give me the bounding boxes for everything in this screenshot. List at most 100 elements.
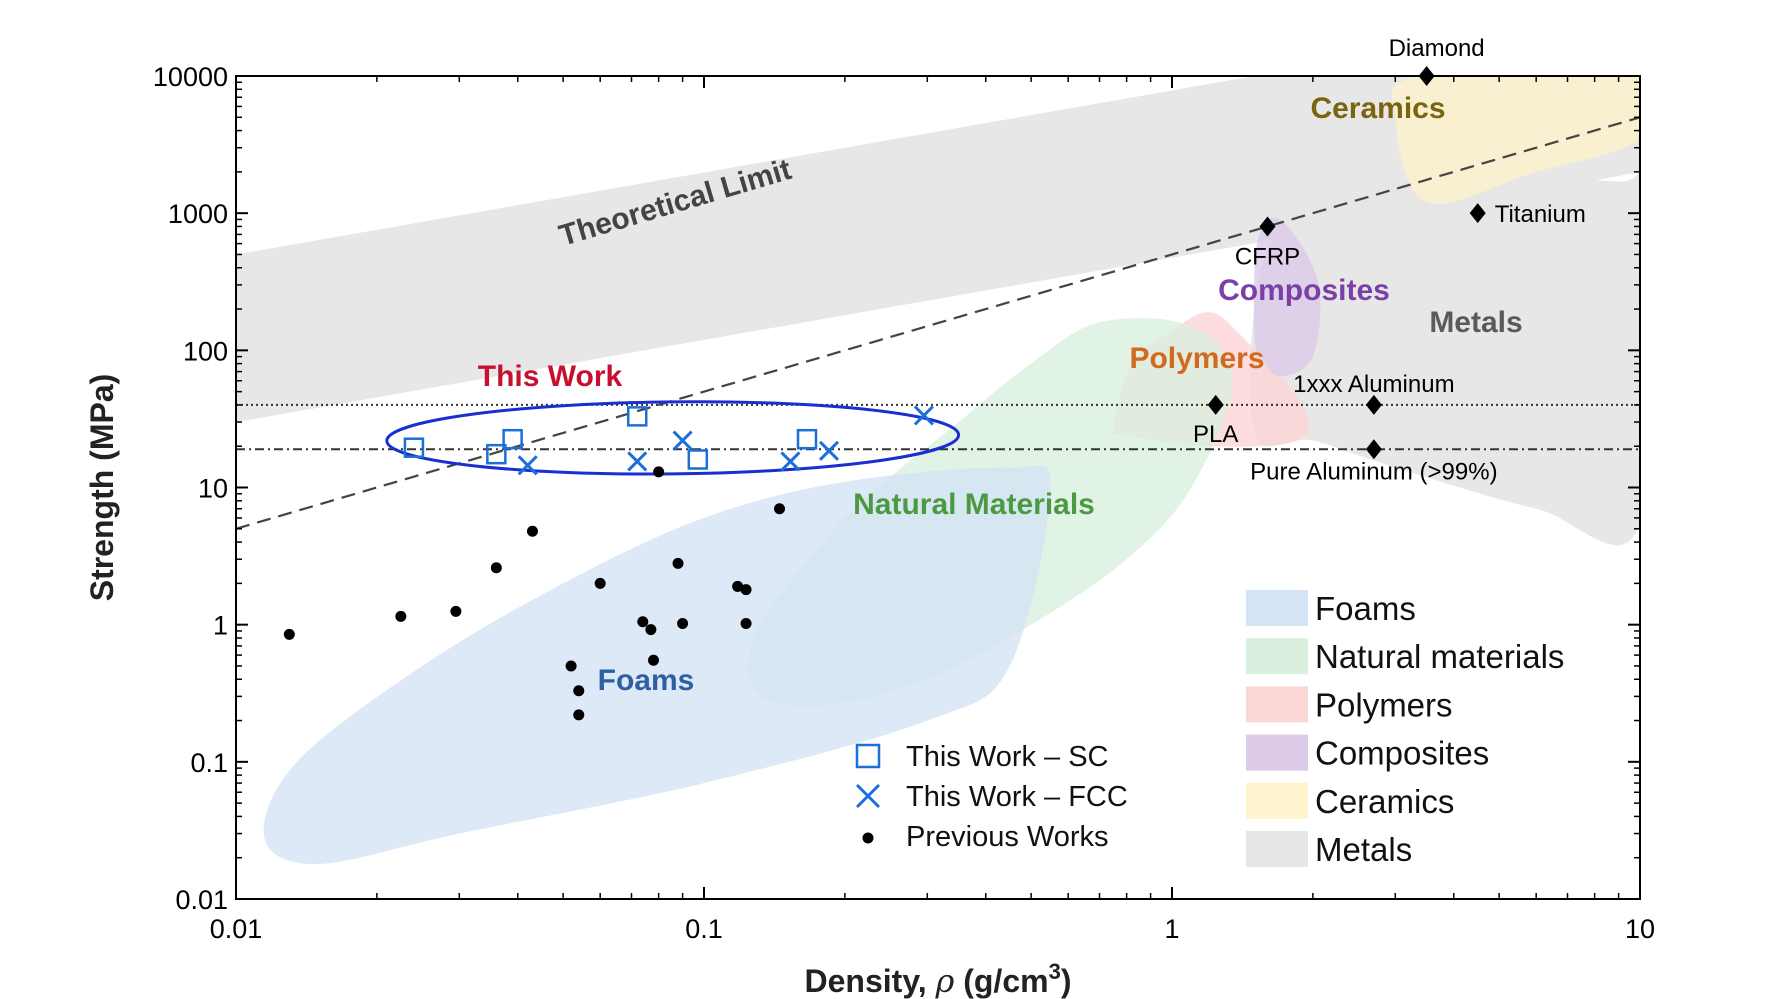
sc-point — [626, 406, 648, 427]
region-theoretical-limit — [236, 76, 1640, 423]
marker-cfrp — [1259, 216, 1276, 237]
previous-work-point — [740, 617, 752, 629]
fcc-point — [627, 451, 648, 472]
fcc-point — [818, 440, 840, 461]
x-tick-label: 0.1 — [685, 914, 723, 944]
this-work-ellipse — [385, 400, 961, 476]
y-axis-title: Strength (MPa) — [84, 374, 120, 602]
legend: This Work – SC This Work – FCC Previous Wo… — [855, 590, 1564, 868]
previous-work-point — [774, 503, 786, 515]
marker-pure-aluminum-99 — [1365, 439, 1382, 460]
legend-marker-label: This Work – SC — [906, 741, 1109, 773]
previous-work-point — [573, 709, 585, 721]
fcc-point-stroke — [672, 430, 693, 451]
legend-sc-marker — [855, 743, 881, 769]
y-tick-label: 100 — [183, 336, 228, 366]
previous-work-point — [594, 577, 606, 589]
legend-marker-label: Previous Works — [906, 821, 1109, 853]
fcc-point — [517, 455, 538, 476]
previous-work-point — [573, 685, 585, 697]
label-natural-materials: Natural Materials — [853, 488, 1095, 521]
region-foams — [263, 465, 1051, 865]
y-tick-label: 0.1 — [190, 748, 228, 778]
legend-label-ceramics: Ceramics — [1315, 783, 1454, 820]
fcc-point — [913, 405, 934, 426]
y-tick-label: 10000 — [153, 62, 228, 92]
this-work-ellipse-outline — [385, 400, 961, 476]
previous-work-point — [283, 628, 295, 640]
previous-work-point — [672, 557, 684, 569]
previous-work-point — [648, 654, 660, 666]
y-tick-label: 10 — [198, 474, 228, 504]
x-tick-label: 0.01 — [210, 914, 263, 944]
reference-line-dashed — [236, 116, 1640, 530]
data-points — [283, 405, 934, 721]
previous-work-point — [740, 584, 752, 596]
previous-work-point — [637, 616, 649, 628]
legend-marker-label: This Work – FCC — [906, 781, 1128, 813]
previous-work-point — [490, 562, 502, 574]
sc-point — [502, 428, 523, 450]
marker-pla — [1207, 394, 1224, 415]
y-tick-label: 1 — [213, 611, 228, 641]
y-tick-label: 1000 — [168, 199, 228, 229]
label-diamond: Diamond — [1389, 35, 1485, 62]
previous-work-point — [450, 605, 462, 617]
legend-swatch-ceramics — [1246, 782, 1308, 819]
fcc-point-stroke — [627, 451, 648, 472]
label-titanium: Titanium — [1495, 201, 1586, 228]
label-composites: Composites — [1218, 274, 1390, 307]
legend-label-polymers: Polymers — [1315, 686, 1453, 723]
legend-label-metals: Metals — [1315, 831, 1412, 868]
previous-work-point — [565, 660, 577, 672]
sc-point — [486, 443, 507, 465]
label-ceramics: Ceramics — [1310, 92, 1445, 125]
legend-previous-marker — [862, 832, 874, 844]
label-metals: Metals — [1429, 306, 1522, 339]
legend-swatch-natural-materials — [1246, 638, 1308, 675]
region-ceramics — [1392, 76, 1640, 204]
marker-diamond — [1418, 66, 1435, 86]
x-tick-label: 10 — [1625, 914, 1655, 944]
label-1xxx-aluminum: 1xxx Aluminum — [1293, 371, 1454, 398]
sc-point — [687, 449, 709, 470]
fcc-point-stroke — [780, 451, 801, 472]
legend-fcc-marker — [855, 783, 881, 809]
y-tick-label: 0.01 — [175, 885, 228, 915]
fcc-point-stroke — [913, 405, 934, 426]
previous-work-point — [677, 617, 689, 629]
legend-label-foams: Foams — [1315, 590, 1416, 627]
label-cfrp: CFRP — [1235, 243, 1300, 270]
label-polymers: Polymers — [1129, 342, 1264, 375]
fcc-point-stroke — [517, 455, 538, 476]
legend-swatch-metals — [1246, 831, 1308, 867]
x-axis-title: Density, ρ (g/cm3) — [805, 959, 1072, 999]
legend-swatch-foams — [1246, 590, 1308, 626]
legend-label-composites: Composites — [1315, 735, 1489, 772]
legend-label-natural-materials: Natural materials — [1315, 638, 1564, 675]
marker-1xxx-aluminum — [1365, 394, 1382, 415]
label-pla: PLA — [1193, 421, 1238, 448]
label-this-work: This Work — [478, 360, 623, 393]
previous-work-point — [395, 610, 407, 622]
previous-work-point — [653, 466, 665, 478]
sc-point — [796, 428, 818, 450]
tick-marks: 0.01 0.1 1 10 0.01 0.1 1 10 100 1000 10000 — [153, 62, 1655, 944]
sc-point — [403, 437, 425, 458]
previous-work-point — [526, 525, 538, 537]
marker-titanium — [1469, 203, 1486, 224]
legend-swatch-polymers — [1246, 686, 1308, 723]
previous-work-point — [732, 580, 744, 592]
fcc-point — [780, 451, 801, 472]
fcc-point — [672, 430, 693, 451]
fcc-point-stroke — [818, 440, 840, 461]
region-composites — [1253, 217, 1321, 376]
label-foams: Foams — [598, 664, 695, 697]
legend-swatch-composites — [1246, 734, 1308, 771]
reference-lines — [236, 116, 1640, 530]
label-pure-aluminum-99: Pure Aluminum (>99%) — [1250, 458, 1497, 485]
previous-work-point — [645, 624, 657, 636]
x-tick-label: 1 — [1164, 914, 1179, 944]
